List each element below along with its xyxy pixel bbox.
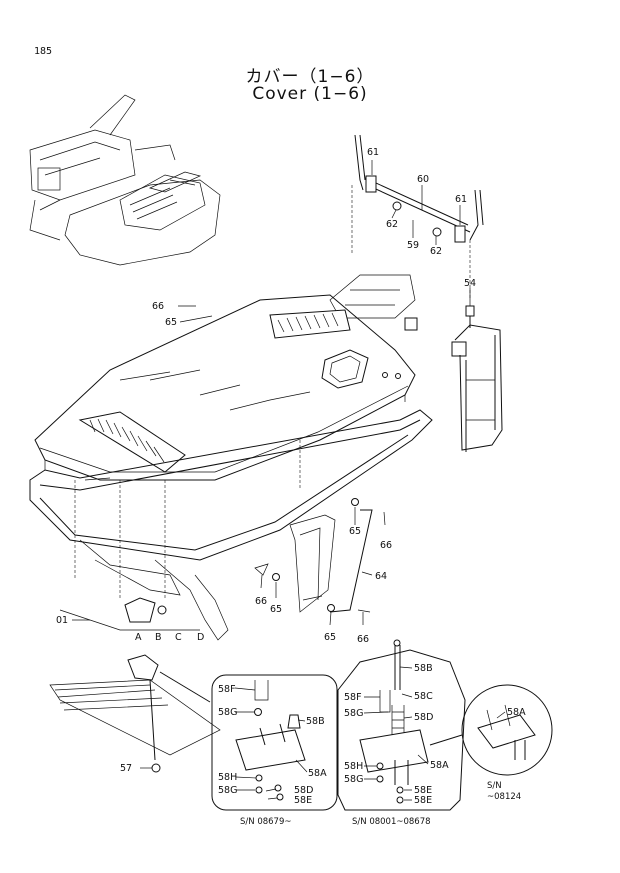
inset2-58E-lower: 58E [414, 795, 432, 806]
inset3-58A: 58A [507, 707, 526, 718]
inset1-58F: 58F [218, 684, 236, 695]
callout-65-bottom: 65 [324, 632, 336, 643]
inset2-58C: 58C [414, 691, 433, 702]
callout-61-left: 61 [367, 147, 379, 158]
callout-66-bottom: 66 [357, 634, 369, 645]
inset2-58F: 58F [344, 692, 362, 703]
inset2-58G: 58G [344, 708, 363, 719]
inset1-58G-lower: 58G [218, 785, 237, 796]
callout-65-lower: 65 [270, 604, 282, 615]
callout-66-stay: 66 [380, 540, 392, 551]
callout-leader-lines [72, 160, 506, 801]
inset2-58E: 58E [414, 785, 432, 796]
serial-inset1: S/N 08679~ [240, 817, 291, 827]
callout-61-right: 61 [455, 194, 467, 205]
inset1-58B: 58B [306, 716, 325, 727]
callout-66-lower: 66 [255, 596, 267, 607]
inset1-58D: 58D [294, 785, 313, 796]
inset1-58H: 58H [218, 772, 237, 783]
callout-57: 57 [120, 763, 132, 774]
inset2-58D: 58D [414, 712, 433, 723]
callout-66-top: 66 [152, 301, 164, 312]
front-vent-louvers [78, 411, 186, 473]
latch-detail-sketch [49, 654, 221, 773]
inset2-58H: 58H [344, 761, 363, 772]
callout-A: A [135, 632, 142, 643]
cover-seal-frame [29, 409, 433, 641]
lock-bracket-assembly [59, 440, 301, 631]
callout-54: 54 [464, 278, 476, 289]
inset-detail-sn-08001-08678 [337, 639, 466, 811]
rear-vent-louvers [269, 309, 351, 339]
callout-62-left: 62 [386, 219, 398, 230]
stay-bar-assembly [254, 498, 373, 613]
title-english: Cover (1−6) [252, 84, 368, 104]
inset-detail-sn-08124 [429, 684, 553, 776]
inset-detail-sn-08679 [211, 674, 338, 811]
serial-inset3-line1: S/N [487, 781, 502, 791]
page-number: 185 [34, 46, 53, 57]
serial-number-labels: S/N 08679~ S/N 08001~08678 S/N ~08124 [240, 781, 521, 827]
inset1-58E: 58E [294, 795, 312, 806]
callout-60: 60 [417, 174, 429, 185]
callout-64: 64 [375, 571, 387, 582]
callout-01: 01 [56, 615, 68, 626]
callout-D: D [197, 632, 204, 643]
callout-B: B [155, 632, 162, 643]
callout-59: 59 [407, 240, 419, 251]
inset2-58A: 58A [430, 760, 449, 771]
inset1-58G: 58G [218, 707, 237, 718]
machine-overview-sketch [29, 94, 221, 266]
callout-C: C [175, 632, 182, 643]
callout-labels: 61 60 61 62 59 62 54 66 65 65 66 64 66 6… [56, 147, 526, 806]
callout-65-top: 65 [165, 317, 177, 328]
inset2-58G-lower: 58G [344, 774, 363, 785]
callout-65-stay: 65 [349, 526, 361, 537]
inset1-58A: 58A [308, 768, 327, 779]
title-japanese: カバー（1−6） [245, 67, 375, 87]
callout-62-right: 62 [430, 246, 442, 257]
serial-inset3-line2: ~08124 [487, 792, 521, 802]
inset2-58B: 58B [414, 663, 433, 674]
engine-cover-panel [34, 294, 416, 481]
serial-inset2: S/N 08001~08678 [352, 817, 431, 827]
